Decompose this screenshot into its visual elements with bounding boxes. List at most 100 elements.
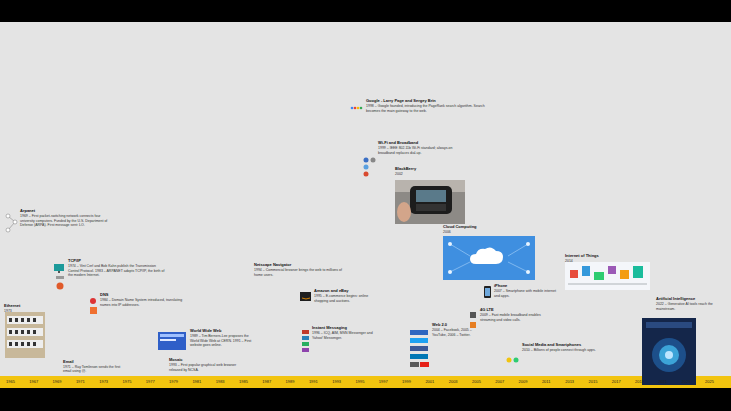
entry-body: 2002 [395,172,465,177]
year-label: 1977 [146,379,155,384]
entry-heading: Email [63,359,123,364]
timeline-entry: World Wide Web1989 – Tim Berners-Lee pro… [190,328,256,348]
year-label: 2015 [589,379,598,384]
entry-heading: Mosaic [169,357,249,362]
entry-body: 1999 – IEEE 802.11b Wi-Fi standard; alwa… [378,146,468,155]
timeline-entry: Instant Messaging1996 – ICQ, AIM, MSN Me… [312,325,374,340]
year-label: 1979 [169,379,178,384]
timeline-entry: Internet of Things2014 [565,253,650,264]
entry-heading: Web 2.0 [432,322,482,327]
entry-heading: Internet of Things [565,253,650,258]
entry-heading: Social Media and Smartphones [522,342,597,347]
entry-body: 1998 – Google founded, introducing the P… [366,104,488,113]
entry-heading: Artificial Intelligence [656,296,724,301]
year-label: 1985 [239,379,248,384]
entry-heading: Amazon and eBay [314,288,376,293]
entry-heading: BlackBerry [395,166,465,171]
timeline-entry: DNS1984 – Domain Name System introduced,… [100,292,190,307]
entry-body: 2022 – Generative AI tools reach the mai… [656,302,724,311]
entry-heading: 4G LTE [480,307,554,312]
app-icons [507,358,519,363]
ai-book-cover [642,318,696,385]
year-label: 1987 [262,379,271,384]
entry-heading: Arpanet [20,208,116,213]
timeline-entry: Arpanet1969 – First packet-switching net… [20,208,116,228]
timeline-entry: Ethernet1973 [4,303,49,314]
top-bar [0,0,731,22]
year-label: 1997 [379,379,388,384]
year-label: 2025 [705,379,714,384]
timeline-entry: Google - Larry Page and Sergey Brin1998 … [366,98,488,113]
year-label: 1981 [192,379,201,384]
cloud-image [443,236,535,280]
entry-heading: Ethernet [4,303,49,308]
timeline-entry: Cloud Computing2006 [443,224,538,235]
year-label: 1973 [99,379,108,384]
entry-body: 1973 [4,309,49,314]
year-label: 1983 [216,379,225,384]
timeline-band [0,376,731,388]
timeline-entry: Mosaic1993 – First popular graphical web… [169,357,249,372]
year-label: 1967 [29,379,38,384]
entry-body: 1971 – Ray Tomlinson sends the first ema… [63,365,123,374]
entry-body: 2009 – Fast mobile broadband enables str… [480,313,554,322]
network-icon [6,214,17,232]
year-label: 2021 [658,379,667,384]
year-label: 1993 [332,379,341,384]
year-label: 1999 [402,379,411,384]
phone-photo [395,180,465,224]
entry-heading: TCP/IP [68,258,168,263]
entry-body: 1969 – First packet-switching network co… [20,214,116,228]
smartphone-icon [484,286,491,298]
patch-panel-photo [5,312,45,358]
year-label: 2005 [472,379,481,384]
shop-icon [300,292,311,301]
entry-body: 1989 – Tim Berners-Lee proposes the Worl… [190,334,256,348]
timeline-entry: Amazon and eBay1995 – E-commerce begins:… [314,288,376,303]
year-label: 2017 [612,379,621,384]
year-label: 1991 [309,379,318,384]
entry-body: 2014 [565,259,650,264]
entry-body: 1993 – First popular graphical web brows… [169,363,249,372]
entry-body: 2007 – Smartphone with mobile internet a… [494,289,560,298]
year-label: 2019 [635,379,644,384]
entry-heading: Instant Messaging [312,325,374,330]
timeline-entry: Social Media and Smartphones2010 – Billi… [522,342,597,353]
entry-body: 2006 [443,230,538,235]
entry-heading: DNS [100,292,190,297]
timeline-entry: iPhone2007 – Smartphone with mobile inte… [494,283,560,298]
year-label: 1995 [356,379,365,384]
messenger-logos [302,330,309,352]
year-label: 1971 [76,379,85,384]
entry-heading: Wi-Fi and Broadband [378,140,468,145]
bottom-bar [0,388,731,411]
year-label: 1975 [123,379,132,384]
year-label: 1969 [53,379,62,384]
year-label: 1965 [6,379,15,384]
entry-body: 2004 – Facebook, 2005 – YouTube, 2006 – … [432,328,482,337]
timeline-entry: 4G LTE2009 – Fast mobile broadband enabl… [480,307,554,322]
entry-body: 1984 – Domain Name System introduced, tr… [100,298,190,307]
computer-icons [54,264,64,290]
entry-heading: Google - Larry Page and Sergey Brin [366,98,488,103]
entry-heading: Cloud Computing [443,224,538,229]
entry-body: 1995 – E-commerce begins: online shoppin… [314,294,376,303]
mobile-icons [470,312,476,328]
entry-heading: World Wide Web [190,328,256,333]
timeline-entry: Email1971 – Ray Tomlinson sends the firs… [63,359,123,374]
timeline-entry: BlackBerry2002 [395,166,465,177]
google-logo [351,107,363,110]
year-label: 2013 [565,379,574,384]
dns-icon [90,298,97,314]
year-label: 1989 [286,379,295,384]
year-label: 2011 [542,379,551,384]
year-label: 2001 [425,379,434,384]
entry-body: 2010 – Billions of people connect throug… [522,348,597,353]
year-label: 2003 [449,379,458,384]
timeline-entry: Wi-Fi and Broadband1999 – IEEE 802.11b W… [378,140,468,155]
timeline-entry: Netscape Navigator1994 – Commercial brow… [254,262,342,277]
wifi-icons [364,158,376,177]
social-logos [410,330,429,367]
